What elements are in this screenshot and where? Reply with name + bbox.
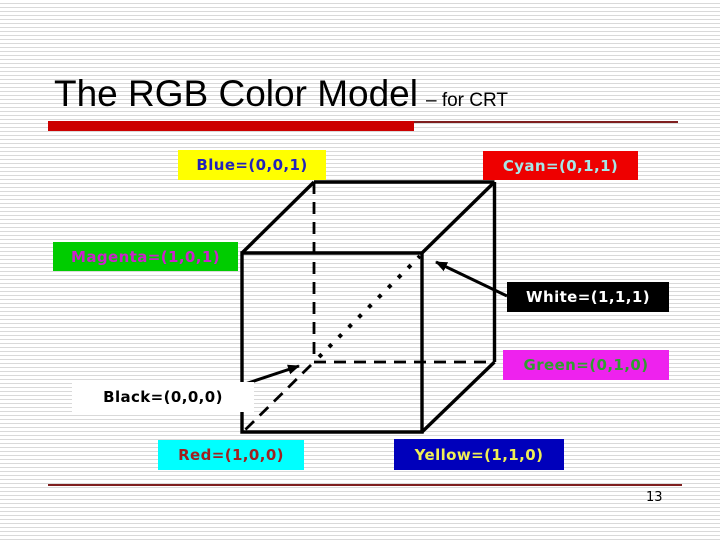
white-vertex-arrow [435,260,508,298]
label-yellow-vertex: Yellow=(1,1,0) [394,439,564,470]
footer-rule [48,484,682,486]
black-to-white-diagonal [317,254,422,359]
cube-bottom-right-depth-edge [420,360,496,434]
slide-title: The RGB Color Model – for CRT [54,72,508,116]
label-green-vertex: Green=(0,1,0) [503,350,669,380]
label-red-vertex: Red=(1,0,0) [158,440,304,470]
label-black-vertex: Black=(0,0,0) [72,382,254,412]
page-number: 13 [646,490,663,505]
cube-solid-edges [240,180,497,434]
cube-front-face [240,251,424,434]
label-magenta-vertex: Magenta=(1,0,1) [53,242,238,271]
label-blue-vertex: Blue=(0,0,1) [178,150,326,180]
title-accent-bar [48,121,414,131]
cube-hidden-depth-edge [243,364,312,432]
label-cyan-vertex: Cyan=(0,1,1) [483,151,638,180]
cube-hidden-edges [243,182,495,432]
title-suffix-text: – for CRT [425,90,508,111]
cube-top-left-depth-edge [240,180,316,255]
label-white-vertex: White=(1,1,1) [507,282,669,312]
cube-top-right-depth-edge [420,180,496,255]
title-text: The RGB Color Model [54,73,418,114]
